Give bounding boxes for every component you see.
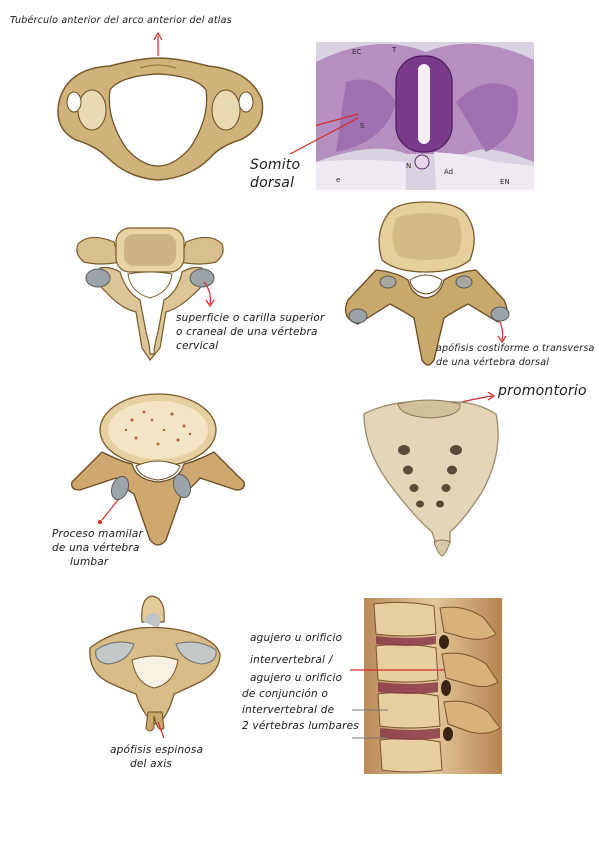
atlas-annotation: Tubérculo anterior del arco anterior del… xyxy=(10,15,232,26)
cervical-annotation-line2: o craneal de una vértebra xyxy=(176,326,318,338)
axis-annotation-line2: del axis xyxy=(130,758,173,770)
thoracic-annotation-line2: de una vértebra dorsal xyxy=(436,357,550,368)
somite-pointer xyxy=(286,110,366,160)
lumbar-annotation-line2: de una vértebra xyxy=(52,542,140,554)
foramen-grey-lines xyxy=(350,704,390,744)
micrograph-label-n: N xyxy=(406,162,412,170)
thoracic-vertebra-figure xyxy=(336,200,536,370)
lumbar-annotation-line1: Proceso mamilar xyxy=(52,528,144,540)
foramen-annotation-line1: agujero u orificio xyxy=(250,632,343,644)
foramen-annotation-line4: de conjunción o xyxy=(242,688,329,700)
cervical-vertebra-figure xyxy=(70,222,230,362)
axis-vertebra-figure xyxy=(70,592,240,742)
micrograph-label-t: T xyxy=(392,46,397,54)
somite-annotation-line1: Somito xyxy=(250,157,301,173)
micrograph-label-e: e xyxy=(336,176,341,184)
atlas-vertebra-figure xyxy=(40,28,280,188)
somite-micrograph: EC T S N Ad EN e xyxy=(316,42,534,190)
sacrum-annotation: promontorio xyxy=(498,383,587,399)
foramen-annotation-line3: agujero u orificio xyxy=(250,672,343,684)
somite-annotation-line2: dorsal xyxy=(250,175,295,191)
axis-annotation-line1: apófisis espinosa xyxy=(110,744,204,756)
foramen-annotation-line2: intervertebral / xyxy=(250,654,333,666)
micrograph-label-ad: Ad xyxy=(444,168,454,176)
sacrum-figure xyxy=(354,392,594,562)
lumbar-column-figure xyxy=(364,598,502,774)
foramen-pointer xyxy=(348,660,448,680)
thoracic-annotation-line1: apófisis costiforme o transversa xyxy=(436,343,595,354)
foramen-annotation-line6: 2 vértebras lumbares xyxy=(242,720,359,732)
lumbar-vertebra-figure xyxy=(62,390,252,550)
lumbar-annotation-line3: lumbar xyxy=(70,556,109,568)
foramen-annotation-line5: intervertebral de xyxy=(242,704,335,716)
cervical-annotation-line3: cervical xyxy=(176,340,219,352)
micrograph-label-ec: EC xyxy=(352,48,362,56)
micrograph-label-en: EN xyxy=(500,178,510,186)
cervical-annotation-line1: superficie o carilla superior xyxy=(176,312,325,324)
micrograph-label-s: S xyxy=(360,122,365,130)
